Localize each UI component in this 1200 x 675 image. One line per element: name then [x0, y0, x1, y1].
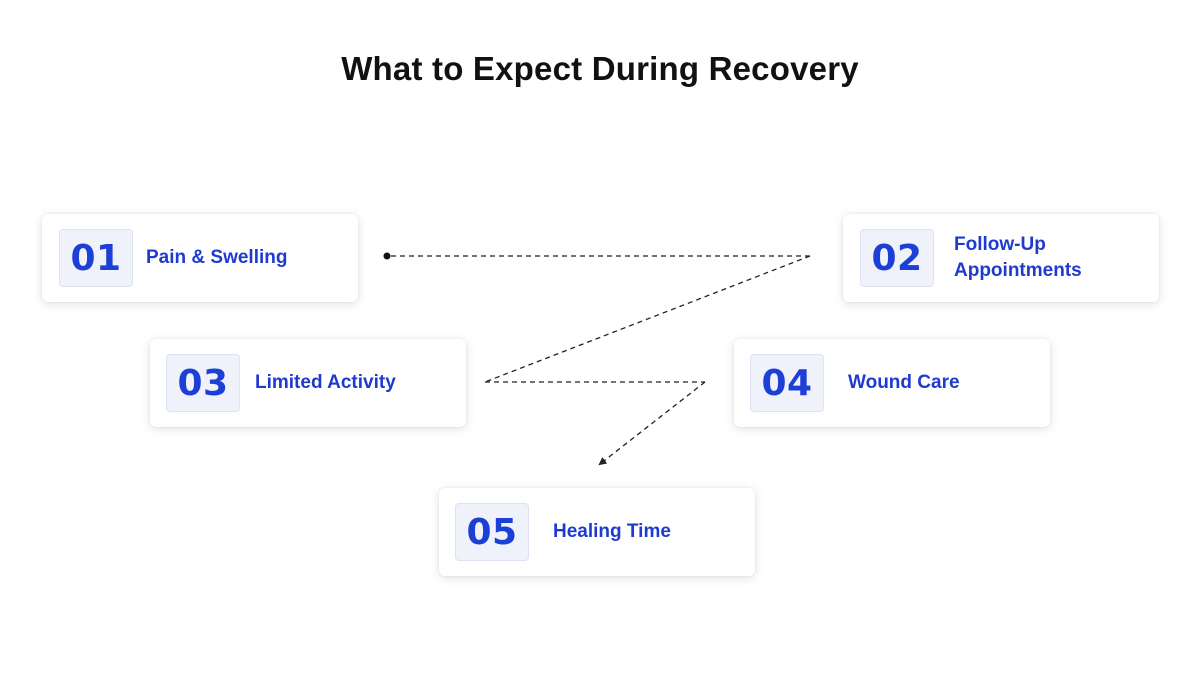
connector-02-to-03 [484, 255, 811, 383]
step-label: Follow-Up Appointments [954, 234, 1082, 281]
connector-04-to-05 [598, 381, 706, 466]
step-number: 02 [860, 229, 934, 287]
connector-start-dot [383, 252, 391, 260]
step-label: Wound Care [848, 372, 960, 393]
step-number: 05 [455, 503, 529, 561]
step-number: 01 [59, 229, 133, 287]
step-card-02: 02 Follow-Up Appointments [843, 214, 1159, 302]
step-card-01: 01 Pain & Swelling [42, 214, 358, 302]
step-number: 04 [750, 354, 824, 412]
diagram-title: What to Expect During Recovery [341, 50, 859, 87]
step-number: 03 [166, 354, 240, 412]
step-label: Pain & Swelling [146, 247, 288, 268]
step-card-03: 03 Limited Activity [150, 339, 466, 427]
step-card-05: 05 Healing Time [439, 488, 755, 576]
step-label-container: Follow-Up Appointments [954, 214, 1154, 302]
step-card-04: 04 Wound Care [734, 339, 1050, 427]
step-label: Healing Time [553, 521, 671, 542]
step-label: Limited Activity [255, 372, 396, 393]
